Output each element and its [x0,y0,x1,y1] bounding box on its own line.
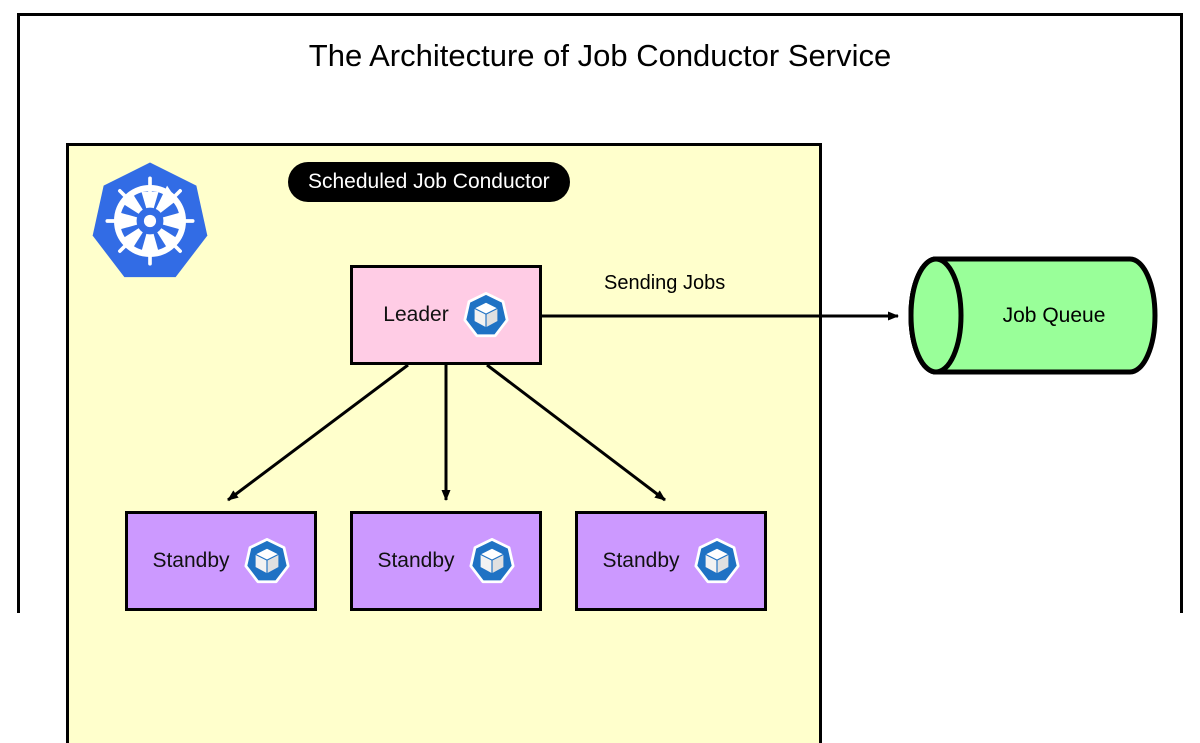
diagram-canvas: The Architecture of Job Conductor Servic… [17,13,1183,743]
kubernetes-pod-icon [468,538,515,584]
node-standby-2[interactable]: Standby [350,511,542,611]
page-border [17,13,1183,613]
node-job-queue[interactable] [908,256,1158,375]
page-title: The Architecture of Job Conductor Servic… [308,38,892,73]
kubernetes-pod-icon [463,292,509,338]
node-standby-1[interactable]: Standby [125,511,317,611]
node-standby-1-label: Standby [152,549,230,572]
node-standby-3[interactable]: Standby [575,511,767,611]
node-job-queue-label: Job Queue [1002,303,1106,327]
edge-label-sending-jobs: Sending Jobs [604,272,726,294]
node-standby-3-label: Standby [602,549,680,572]
cluster-pill-label: Scheduled Job Conductor [288,162,570,202]
kubernetes-pod-icon [693,538,740,584]
node-leader[interactable]: Leader [350,265,542,365]
kubernetes-pod-icon [243,538,290,584]
kubernetes-helm-icon [88,160,212,282]
node-standby-2-label: Standby [377,549,455,572]
node-leader-label: Leader [383,303,449,326]
